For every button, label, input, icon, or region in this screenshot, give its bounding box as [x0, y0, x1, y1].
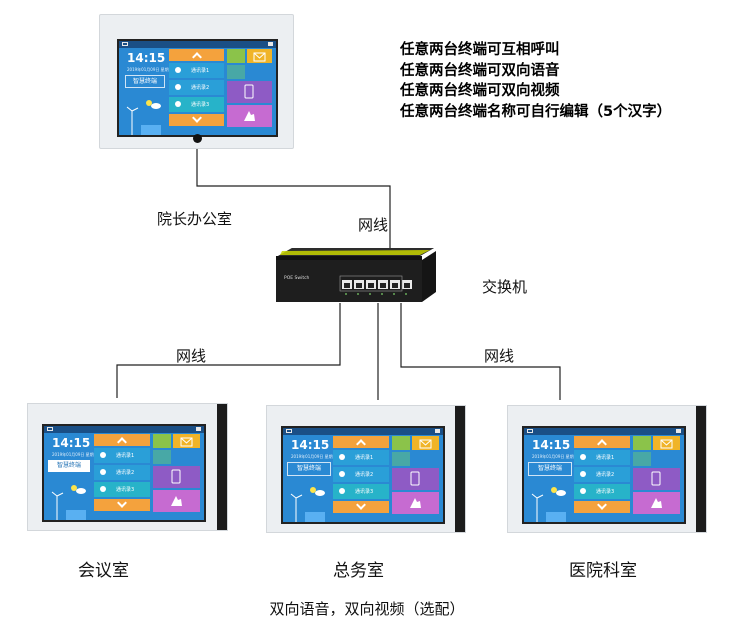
contact-1-tile[interactable]: 通讯录1 [333, 450, 389, 465]
poe-switch-icon: POE Switch [276, 248, 436, 302]
weather-icon [531, 487, 566, 522]
contact-3-tile[interactable]: 通讯录3 [94, 482, 150, 497]
smart-terminal-button[interactable]: 智慧终端 [287, 462, 331, 476]
mail-icon[interactable] [173, 434, 200, 448]
network-cable-label: 网线 [484, 347, 515, 365]
phone-icon[interactable] [392, 468, 439, 490]
call-icon[interactable] [227, 105, 272, 127]
scroll-down-button[interactable] [94, 499, 150, 511]
weather-icon [290, 487, 325, 522]
call-icon[interactable] [392, 492, 439, 514]
home-icon [196, 427, 201, 431]
scroll-up-button[interactable] [94, 434, 150, 446]
scroll-up-button[interactable] [169, 49, 224, 61]
phone-icon[interactable] [633, 468, 680, 490]
contact-3-tile[interactable]: 通讯录3 [333, 484, 389, 499]
cable-left [116, 303, 341, 398]
terminal-caption: 会议室 [78, 561, 129, 581]
contact-3-tile[interactable]: 通讯录3 [574, 484, 630, 499]
terminal-device-hospital-dept: 14:15 2019年01月09日 星期三 智慧终端 通讯录1 通讯录2 通讯录… [507, 405, 707, 533]
settings-icon[interactable] [153, 450, 171, 464]
scroll-down-button[interactable] [333, 501, 389, 513]
contact-1-tile[interactable]: 通讯录1 [169, 63, 224, 78]
bell-icon[interactable] [227, 49, 245, 63]
terminal-device-general-affairs: 14:15 2019年01月09日 星期三 智慧终端 通讯录1 通讯录2 通讯录… [266, 405, 466, 533]
device-screen[interactable]: 14:15 2019年01月09日 星期三 智慧终端 通讯录1 通讯录2 通讯录… [281, 426, 445, 524]
feature-item: 任意两台终端可双向语音 [400, 62, 560, 79]
settings-icon[interactable] [633, 452, 651, 466]
smart-terminal-button[interactable]: 智慧终端 [528, 462, 572, 476]
bell-icon[interactable] [633, 436, 651, 450]
home-icon [676, 429, 681, 433]
terminal-caption: 总务室 [333, 561, 384, 581]
mail-icon[interactable] [247, 49, 272, 63]
contact-1-tile[interactable]: 通讯录1 [94, 448, 150, 463]
clock-time: 14:15 [291, 438, 330, 452]
phone-icon[interactable] [227, 81, 272, 103]
bell-icon[interactable] [392, 436, 410, 450]
smart-terminal-button[interactable]: 智慧终端 [125, 75, 165, 88]
camera-icon [193, 134, 202, 143]
terminal-device-president: 14:15 2019年01月09日 星期三 智慧终端 通讯录1 通讯录2 通讯录… [99, 14, 294, 149]
network-cable-label: 网线 [358, 216, 389, 234]
scroll-down-button[interactable] [574, 501, 630, 513]
feature-item: 任意两台终端可互相呼叫 [400, 42, 560, 58]
mail-icon[interactable] [412, 436, 439, 450]
feature-item: 任意两台终端名称可自行编辑（5个汉字） [400, 103, 672, 120]
settings-icon[interactable] [392, 452, 410, 466]
weather-icon [51, 485, 86, 520]
bell-icon[interactable] [153, 434, 171, 448]
settings-icon[interactable] [227, 65, 245, 79]
phone-icon[interactable] [153, 466, 200, 488]
home-icon [435, 429, 440, 433]
call-icon[interactable] [633, 492, 680, 514]
cable-right [400, 303, 561, 400]
contact-2-tile[interactable]: 通讯录2 [169, 80, 224, 95]
call-icon[interactable] [153, 490, 200, 512]
contact-2-tile[interactable]: 通讯录2 [94, 465, 150, 480]
feature-item: 任意两台终端可双向视频 [400, 83, 560, 99]
smart-terminal-button[interactable]: 智慧终端 [48, 460, 90, 472]
terminal-device-meeting-room: 14:15 2019年01月09日 星期三 智慧终端 通讯录1 通讯录2 通讯录… [27, 403, 228, 531]
bottom-note: 双向语音，双向视频（选配） [269, 600, 465, 618]
scroll-down-button[interactable] [169, 114, 224, 126]
device-screen[interactable]: 14:15 2019年01月09日 星期三 智慧终端 通讯录1 通讯录2 通讯录… [117, 39, 278, 137]
mail-icon[interactable] [653, 436, 680, 450]
contact-1-tile[interactable]: 通讯录1 [574, 450, 630, 465]
scroll-up-button[interactable] [333, 436, 389, 448]
switch-brand: POE Switch [284, 275, 310, 281]
clock-time: 14:15 [52, 436, 91, 450]
scroll-up-button[interactable] [574, 436, 630, 448]
contact-2-tile[interactable]: 通讯录2 [333, 467, 389, 482]
switch-label: 交换机 [482, 278, 528, 296]
feature-list: 任意两台终端可互相呼叫 任意两台终端可双向语音 任意两台终端可双向视频 任意两台… [400, 40, 671, 122]
contact-2-tile[interactable]: 通讯录2 [574, 467, 630, 482]
terminal-caption: 医院科室 [569, 561, 637, 581]
home-icon [268, 42, 273, 46]
device-screen[interactable]: 14:15 2019年01月09日 星期三 智慧终端 通讯录1 通讯录2 通讯录… [42, 424, 206, 522]
clock-time: 14:15 [127, 51, 166, 65]
contact-3-tile[interactable]: 通讯录3 [169, 97, 224, 112]
cable-top [196, 148, 391, 250]
network-cable-label: 网线 [176, 347, 207, 365]
clock-time: 14:15 [532, 438, 571, 452]
president-office-label: 院长办公室 [157, 210, 233, 228]
weather-icon [126, 100, 161, 135]
device-screen[interactable]: 14:15 2019年01月09日 星期三 智慧终端 通讯录1 通讯录2 通讯录… [522, 426, 686, 524]
